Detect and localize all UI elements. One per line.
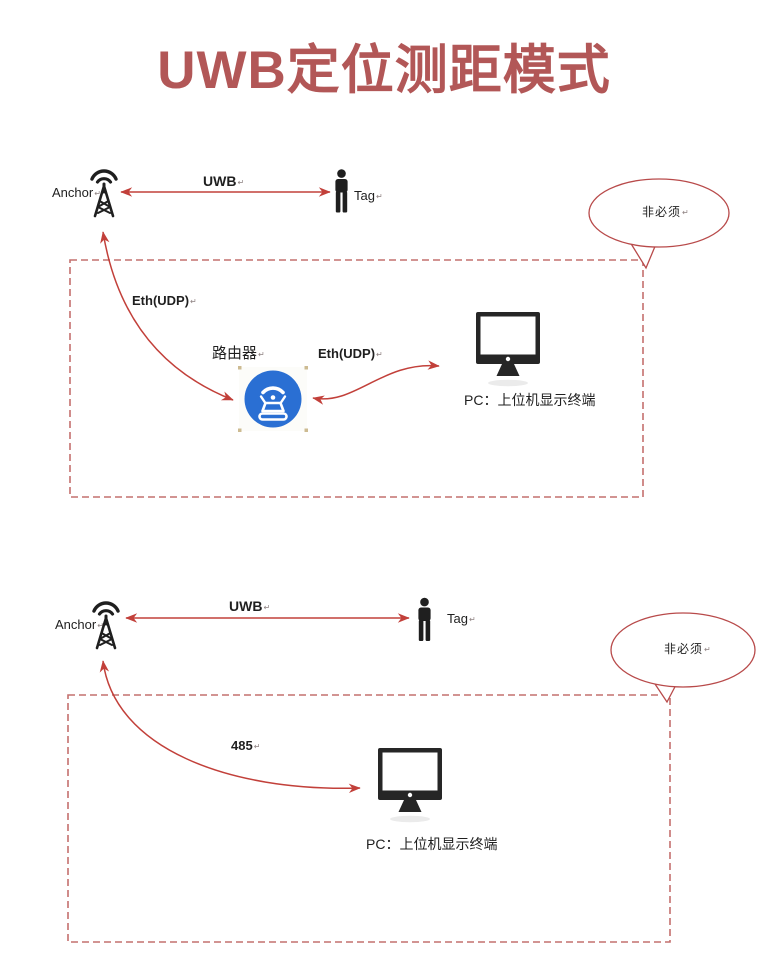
pc-monitor-icon-2 (378, 748, 442, 823)
bubble-label-1: 非必须↵ (642, 205, 690, 219)
eth-curve-anchor-to-router (100, 231, 234, 401)
bubble-label-2: 非必须↵ (664, 642, 712, 656)
router-icon (238, 366, 308, 432)
callout-tail-1 (629, 241, 657, 270)
tag-label-1-text: Tag (354, 188, 375, 203)
rs485-label-text: 485 (231, 738, 253, 753)
paragraph-mark: ↵ (682, 208, 690, 217)
bubble-label-2-text: 非必须 (664, 642, 704, 656)
paragraph-mark: ↵ (190, 297, 197, 306)
uwb-label-1-text: UWB (203, 173, 237, 189)
eth-udp-label-left: Eth(UDP)↵ (132, 293, 197, 308)
dashed-region-1 (69, 259, 644, 498)
anchor-label-1-text: Anchor (52, 185, 94, 200)
paragraph-mark: ↵ (97, 621, 104, 630)
pc-label-2: PC：上位机显示终端 (366, 836, 498, 852)
anchor-antenna-icon-1 (90, 169, 118, 218)
page-title: UWB定位测距模式 (157, 41, 611, 100)
tag-label-2-text: Tag (447, 611, 468, 626)
anchor-label-2: Anchor↵ (55, 617, 104, 632)
pc-monitor-icon-1 (476, 312, 540, 387)
rs485-curve-anchor-to-pc (99, 660, 361, 794)
router-label-text: 路由器 (212, 345, 258, 362)
paragraph-mark: ↵ (375, 192, 383, 201)
eth-udp-label-right: Eth(UDP)↵ (318, 346, 383, 361)
anchor-label-1: Anchor↵ (52, 185, 101, 200)
dashed-region-2 (67, 694, 671, 943)
callout-bubble-2 (610, 612, 756, 688)
tag-person-icon-2 (418, 597, 431, 641)
anchor-antenna-icon-2 (92, 601, 120, 650)
paragraph-mark: ↵ (468, 615, 476, 624)
tag-label-1: Tag↵ (354, 188, 383, 203)
uwb-label-2: UWB↵ (229, 598, 271, 614)
pc-label-1: PC：上位机显示终端 (464, 392, 596, 408)
pc-label-2-text: PC：上位机显示终端 (366, 836, 498, 852)
paragraph-mark: ↵ (704, 645, 712, 654)
router-label: 路由器↵ (212, 345, 265, 363)
anchor-label-2-text: Anchor (55, 617, 97, 632)
paragraph-mark: ↵ (253, 742, 261, 751)
uwb-label-1: UWB↵ (203, 173, 245, 189)
paragraph-mark: ↵ (94, 189, 101, 198)
uwb-label-2-text: UWB (229, 598, 263, 614)
eth-udp-label-left-text: Eth(UDP) (132, 293, 190, 308)
paragraph-mark: ↵ (237, 178, 245, 187)
rs485-label: 485↵ (231, 738, 261, 753)
paragraph-mark: ↵ (258, 350, 265, 359)
tag-person-icon-1 (335, 169, 348, 213)
eth-udp-label-right-text: Eth(UDP) (318, 346, 376, 361)
pc-label-1-text: PC：上位机显示终端 (464, 392, 596, 408)
eth-curve-router-to-pc (312, 360, 440, 405)
bubble-label-1-text: 非必须 (642, 205, 682, 219)
paragraph-mark: ↵ (263, 603, 271, 612)
paragraph-mark: ↵ (376, 350, 383, 359)
callout-bubble-1 (588, 178, 730, 248)
tag-label-2: Tag↵ (447, 611, 476, 626)
